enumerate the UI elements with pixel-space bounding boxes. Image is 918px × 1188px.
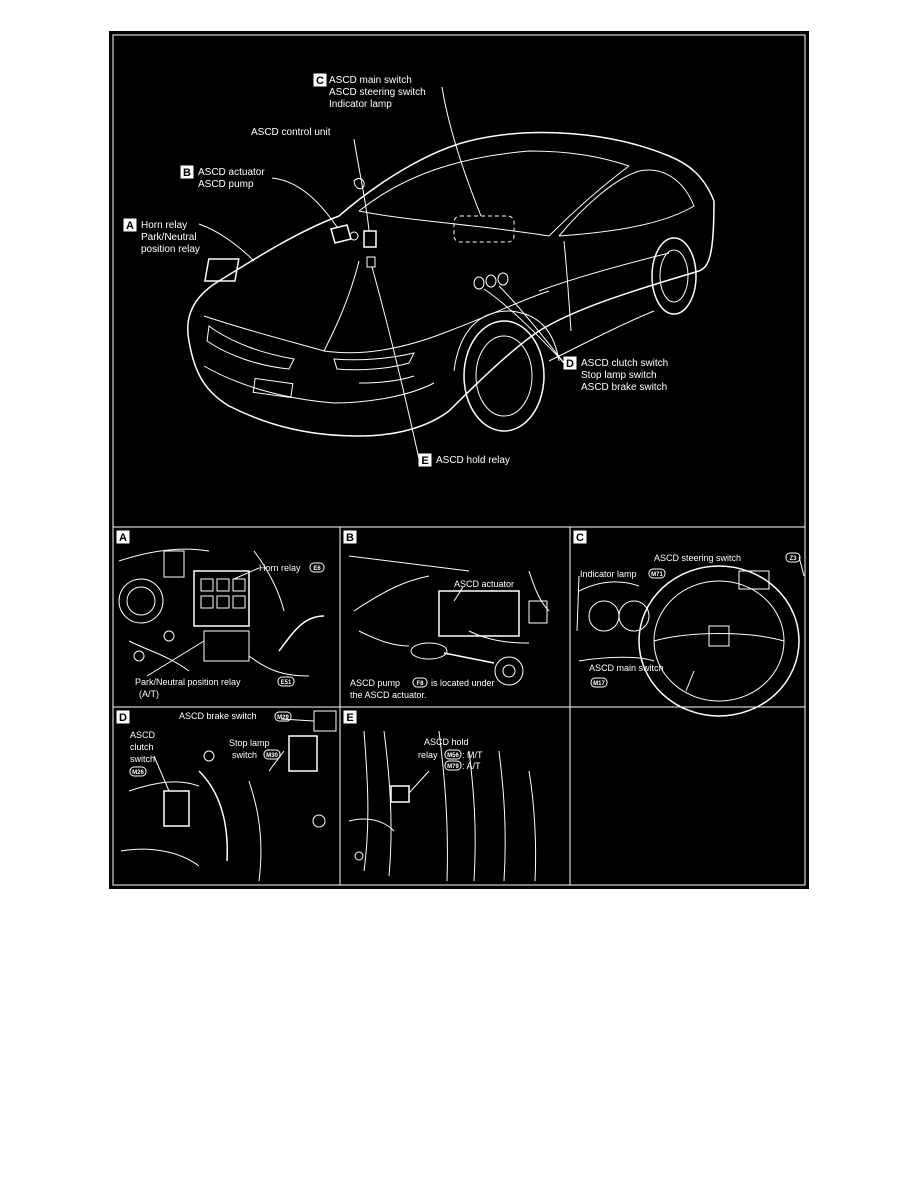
label-ascd-hold-relay: ASCD hold relay: [436, 455, 510, 466]
leader-line: [371, 266, 420, 460]
panel-c-steering-conn: Z3: [789, 556, 797, 562]
label-ascd-clutch-switch: ASCD clutch switch: [581, 358, 668, 369]
panel-a-horn-relay: Horn relay: [259, 563, 301, 573]
label-ascd-main-switch: ASCD main switch: [329, 75, 412, 86]
panel-c-main-switch: ASCD main switch: [589, 663, 664, 673]
leader-line: [441, 86, 482, 217]
label-ascd-pump: ASCD pump: [198, 179, 254, 190]
panel-e-relay: relay: [418, 750, 438, 760]
label-park-neutral: Park/Neutral: [141, 232, 197, 243]
panel-d-stop-1: Stop lamp: [229, 738, 270, 748]
car-illustration: [187, 131, 715, 437]
letter-e: E: [421, 455, 428, 467]
label-box: [313, 73, 327, 87]
panel-b-pump-conn: F8: [416, 681, 424, 687]
panel-b-letter: B: [346, 532, 354, 544]
label-ascd-steering-switch: ASCD steering switch: [329, 87, 426, 98]
label-ascd-actuator: ASCD actuator: [198, 167, 265, 178]
panel-c-letter: C: [576, 532, 584, 544]
label-box: [180, 165, 194, 179]
letter-c: C: [316, 75, 324, 87]
steering-switch-area: [453, 215, 515, 243]
leader-line: [271, 177, 338, 228]
label-ascd-brake-switch: ASCD brake switch: [581, 382, 667, 393]
panel-d-stop-2: switch: [232, 750, 257, 760]
panel-d-letter: D: [119, 712, 127, 724]
panel-e-hold: ASCD hold: [424, 737, 469, 747]
panel-e-mt-conn: M56: [447, 753, 459, 759]
leader-line: [198, 223, 255, 262]
leader-line: [483, 288, 565, 364]
panel-a-pn-relay: Park/Neutral position relay: [135, 677, 241, 687]
panel-e-at: : A/T: [462, 761, 481, 771]
panel-d: D ASCD brake switch M29 ASCD clutch swit…: [116, 710, 337, 882]
panel-d-brake: ASCD brake switch: [179, 711, 257, 721]
panel-b-pump-located: is located under: [431, 678, 495, 688]
panel-a-horn-conn: E6: [313, 566, 321, 572]
label-horn-relay: Horn relay: [141, 220, 187, 231]
panel-c: C ASCD steering switch Z3 Indicator lamp…: [573, 530, 805, 717]
panel-b: B ASCD actuator ASCD pump F8 is located …: [343, 530, 550, 700]
component-location-figure: C ASCD main switch ASCD steering switch …: [109, 31, 809, 889]
panel-b-pump: ASCD pump: [350, 678, 400, 688]
panel-d-stop-conn: M30: [266, 753, 278, 759]
panel-e-at-conn: M79: [447, 764, 459, 770]
label-indicator-lamp: Indicator lamp: [329, 99, 392, 110]
horn-relay-marker: [204, 258, 240, 282]
label-position-relay: position relay: [141, 244, 200, 255]
panel-c-indicator: Indicator lamp: [580, 569, 637, 579]
panel-b-actuator: ASCD actuator: [454, 579, 514, 589]
leader-line: [498, 285, 565, 364]
panel-d-clutch-conn: M26: [132, 770, 144, 776]
panel-a: A Horn relay E6 Park/Neutral position re…: [116, 530, 325, 699]
panel-c-steering: ASCD steering switch: [654, 553, 741, 563]
ascd-switches-marker: [473, 272, 509, 290]
label-ascd-control-unit: ASCD control unit: [251, 127, 331, 138]
panel-a-letter: A: [119, 532, 127, 544]
letter-a: A: [126, 220, 134, 232]
label-box: [123, 218, 137, 232]
panel-b-under-actuator: the ASCD actuator.: [350, 690, 427, 700]
panel-e-letter: E: [346, 712, 353, 724]
panel-d-clutch-1: ASCD: [130, 730, 156, 740]
panel-d-brake-conn: M29: [277, 715, 289, 721]
panel-a-pn-conn: E51: [281, 680, 292, 686]
ascd-control-unit-marker: [363, 230, 377, 268]
label-box: [563, 356, 577, 370]
panel-e: E ASCD hold relay M56 : M/T M79 : A/T: [343, 710, 537, 882]
label-box: [418, 453, 432, 467]
panel-d-clutch-3: switch: [130, 754, 155, 764]
ascd-actuator-marker: [330, 224, 359, 244]
panel-e-mt: : M/T: [462, 750, 483, 760]
label-stop-lamp-switch: Stop lamp switch: [581, 370, 657, 381]
panel-d-clutch-2: clutch: [130, 742, 154, 752]
letter-d: D: [566, 358, 574, 370]
leader-line: [353, 138, 370, 232]
panel-a-at: (A/T): [139, 689, 159, 699]
outer-frame: [112, 34, 806, 886]
panel-c-main-conn: M17: [593, 681, 605, 687]
panel-c-indicator-conn: M71: [651, 572, 663, 578]
letter-b: B: [183, 167, 191, 179]
